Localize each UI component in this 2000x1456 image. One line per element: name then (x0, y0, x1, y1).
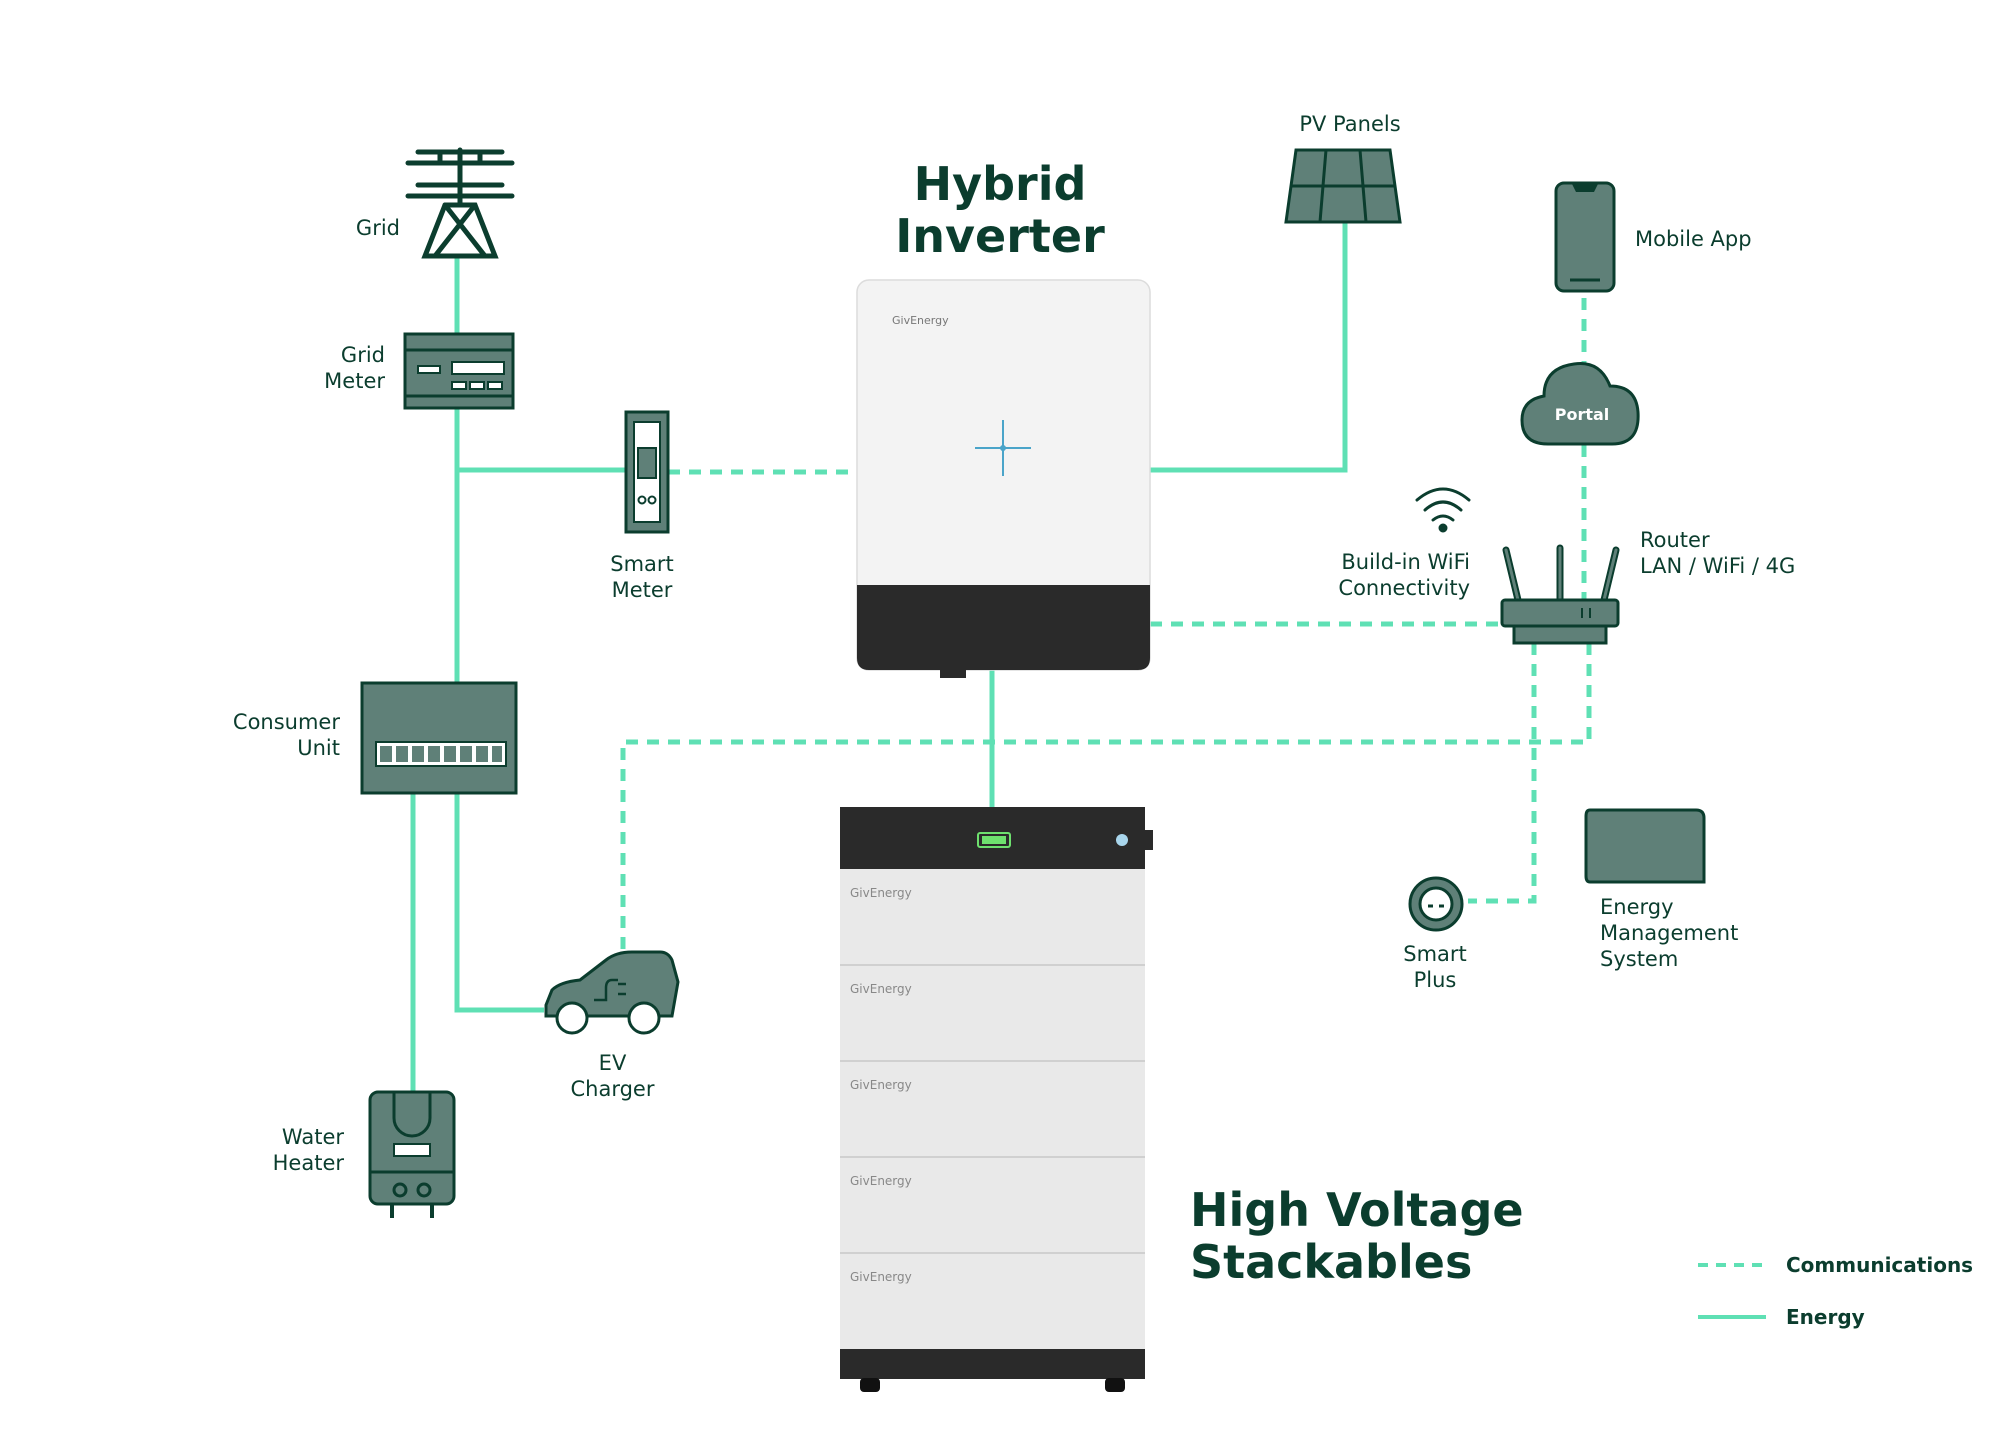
smart-meter-icon (624, 410, 670, 534)
smart-meter-label: Smart Meter (610, 552, 674, 602)
legend-comms-label: Communications (1786, 1253, 1974, 1277)
consumer-unit-icon (360, 681, 518, 795)
router-icon (1500, 544, 1620, 645)
pv-panels-label: PV Panels (1299, 112, 1401, 136)
grid-meter-label: Grid Meter (324, 343, 385, 393)
smart-plug-icon (1408, 876, 1464, 932)
meter-icon (403, 332, 515, 410)
ems-label: Energy Management System (1600, 895, 1739, 971)
energy-inverter-to-pv (1150, 222, 1348, 473)
pylon-icon (405, 147, 515, 259)
solar-panel-icon (1284, 148, 1402, 224)
legend-energy-label: Energy (1786, 1305, 1865, 1329)
battery-brand-5: GivEnergy (850, 1270, 912, 1284)
phone-icon (1554, 181, 1616, 293)
battery-brand-1: GivEnergy (850, 886, 912, 900)
water-heater-label: Water Heater (272, 1125, 344, 1175)
router-label: Router LAN / WiFi / 4G (1640, 528, 1796, 578)
inverter-unit (856, 279, 1151, 678)
battery-stack (840, 807, 1153, 1392)
wifi-icon (1415, 487, 1471, 533)
battery-brand-2: GivEnergy (850, 982, 912, 996)
battery-brand-4: GivEnergy (850, 1174, 912, 1188)
energy-lines (410, 222, 1348, 1092)
ev-car-icon (544, 950, 680, 1035)
mobile-app-label: Mobile App (1635, 227, 1752, 251)
energy-consumer-to-ev (454, 793, 544, 1013)
ev-charger-label: EV Charger (570, 1051, 655, 1101)
comms-router-to-smart-plus (1468, 643, 1537, 904)
ems-icon (1584, 808, 1706, 884)
comms-lines (620, 298, 1592, 965)
cloud-icon (1520, 361, 1640, 446)
stackables-title: High Voltage Stackables (1190, 1183, 1524, 1289)
consumer-unit-label: Consumer Unit (232, 710, 340, 760)
wifi-label: Build-in WiFi Connectivity (1338, 550, 1470, 600)
inverter-brand: GivEnergy (892, 314, 949, 327)
water-heater-icon (368, 1090, 456, 1218)
comms-router-to-ev (620, 643, 1592, 965)
inverter-title: Hybrid Inverter (895, 157, 1105, 263)
battery-brand-3: GivEnergy (850, 1078, 912, 1092)
smart-plus-label: Smart Plus (1403, 942, 1467, 992)
portal-label: Portal (1554, 405, 1610, 424)
grid-label: Grid (355, 216, 400, 240)
